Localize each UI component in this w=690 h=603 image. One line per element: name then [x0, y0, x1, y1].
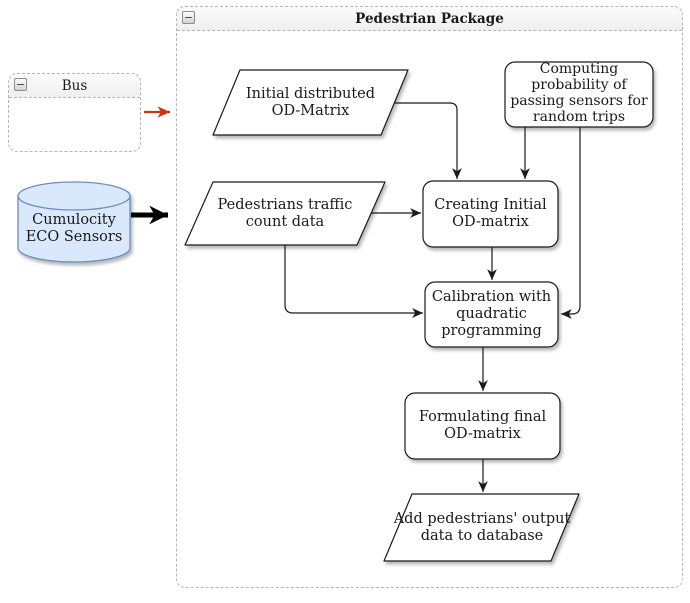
node-add-pedestrians-output[interactable]: Add pedestrians' output data to database [393, 510, 571, 544]
pedestrian-counts-shape[interactable] [184, 181, 386, 246]
edge-counts-to-calibration [284, 245, 423, 318]
initial-od-shape[interactable] [212, 69, 409, 136]
calibration-shape[interactable] [424, 281, 559, 348]
creating-od-shape[interactable] [422, 180, 559, 248]
collapse-icon[interactable]: − [14, 78, 27, 91]
cylinder-shape[interactable] [17, 181, 131, 263]
cylinder-rim [17, 195, 131, 211]
bus-container[interactable]: − Bus [8, 73, 141, 152]
node-computing-probability[interactable]: Computing probability of passing sensors… [510, 61, 648, 125]
computing-prob-shape[interactable] [504, 61, 654, 128]
collapse-icon[interactable]: − [182, 11, 195, 24]
node-initial-distributed-od-matrix[interactable]: Initial distributed OD-Matrix [245, 85, 376, 119]
node-creating-initial-od-matrix[interactable]: Creating Initial OD-matrix [434, 197, 547, 230]
add-output-shape[interactable] [383, 493, 580, 562]
pedestrian-package-title: Pedestrian Package [355, 10, 504, 27]
bus-header: − Bus [9, 74, 140, 98]
cylinder-body[interactable] [17, 181, 131, 263]
pedestrian-package-header: − Pedestrian Package [177, 7, 682, 31]
edge-computing-to-calibration [561, 127, 581, 319]
edge-initial-to-creating [395, 102, 462, 179]
node-pedestrians-traffic-count[interactable]: Pedestrians traffic count data [217, 196, 353, 230]
node-cumulocity-eco-sensors[interactable]: Cumulocity ECO Sensors [25, 212, 123, 245]
bus-title: Bus [61, 77, 88, 94]
node-calibration-quadratic[interactable]: Calibration with quadratic programming [431, 289, 552, 339]
node-formulating-final-od-matrix[interactable]: Formulating final OD-matrix [418, 409, 547, 442]
